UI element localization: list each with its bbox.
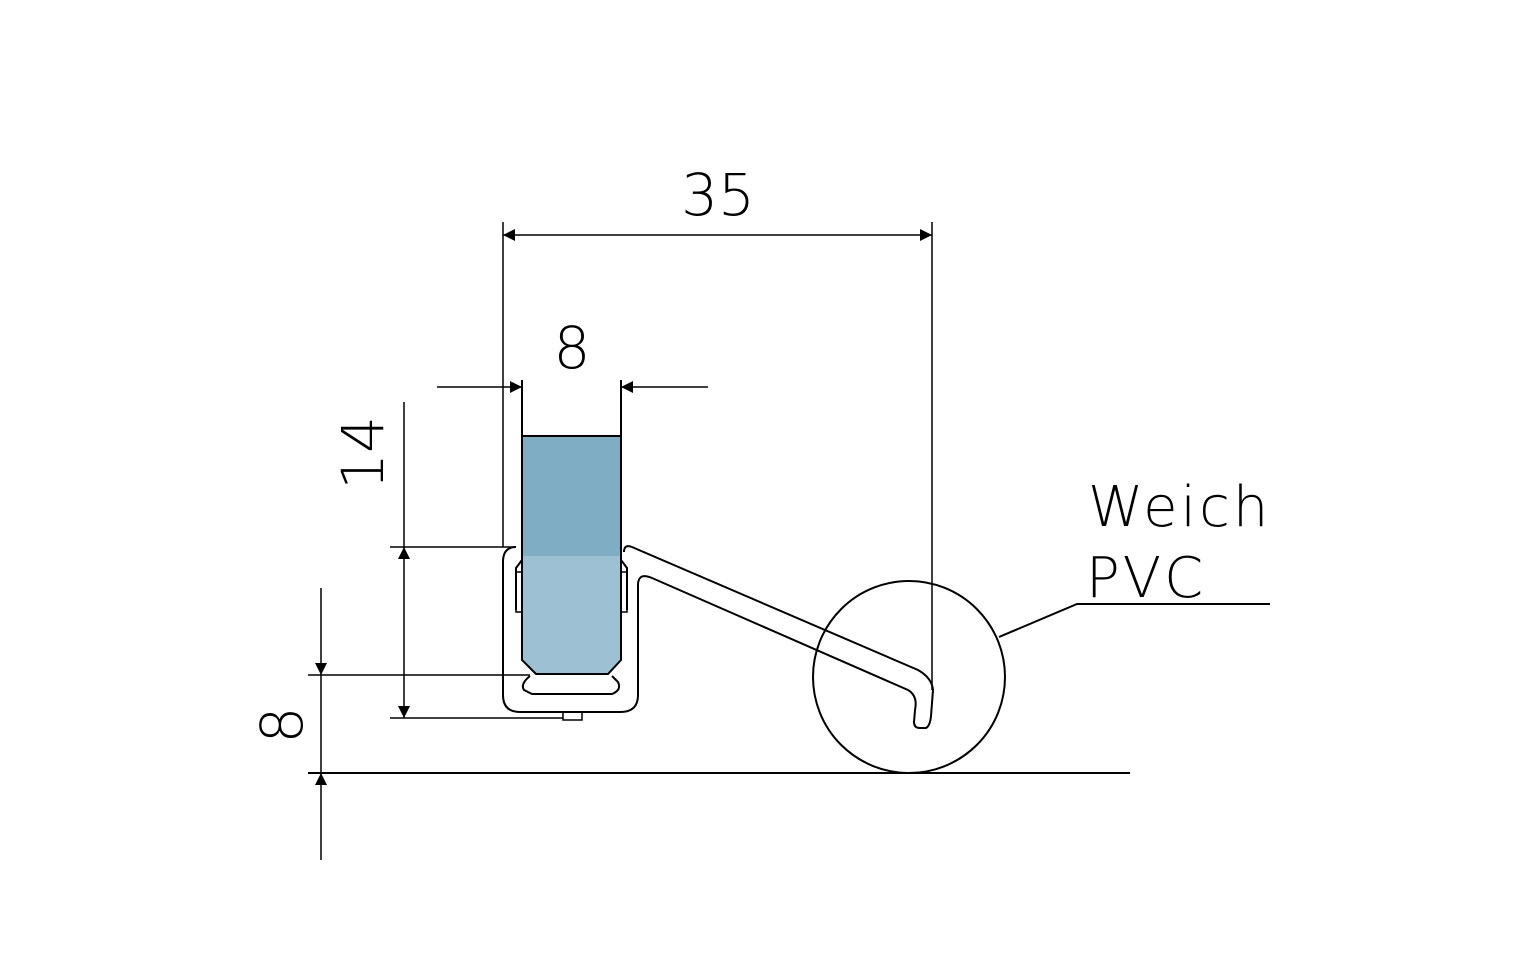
- dimension-glass-thickness-label: 8: [554, 314, 591, 382]
- seal-profile: [502, 545, 935, 729]
- detail-circle: [812, 580, 1006, 774]
- dimension-width: 35: [502, 161, 933, 690]
- dimension-glass-thickness: 8: [437, 314, 708, 393]
- dimension-height: 14: [329, 402, 563, 719]
- material-label-line1: Weich: [1088, 475, 1271, 540]
- glass-pane: [521, 380, 622, 675]
- material-label-line2: PVC: [1086, 546, 1206, 611]
- dimension-floor-gap-label: 8: [248, 707, 316, 744]
- dimension-height-label: 14: [329, 416, 397, 490]
- dimension-floor-gap: 8: [248, 588, 530, 860]
- material-leader-line: [998, 603, 1270, 638]
- dimension-width-label: 35: [681, 161, 755, 229]
